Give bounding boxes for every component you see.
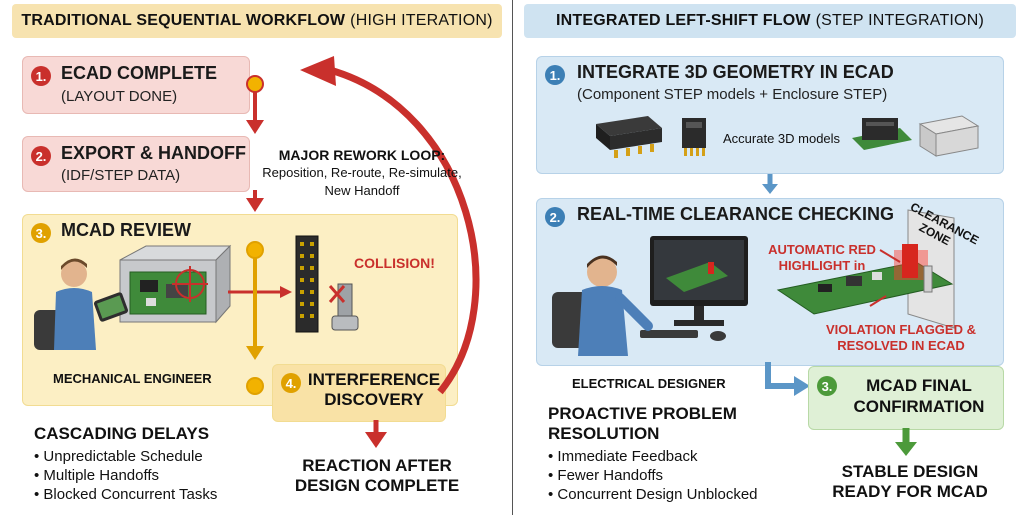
- proactive-title: PROACTIVE PROBLEM RESOLUTION: [548, 404, 737, 444]
- left-step4-title-line1: INTERFERENCE: [307, 370, 441, 389]
- connector-model-1: [596, 116, 662, 158]
- left-step4-title-line2: DISCOVERY: [324, 390, 424, 409]
- proactive-title-line1: PROACTIVE PROBLEM: [548, 404, 737, 423]
- pcb-model: [852, 118, 912, 150]
- mechanical-engineer-illustration: [34, 244, 232, 350]
- list-item: Multiple Handoffs: [34, 466, 217, 485]
- left-step2-box: 2. EXPORT & HANDOFF (IDF/STEP DATA): [22, 136, 250, 192]
- left-step1-subtitle: (LAYOUT DONE): [61, 88, 178, 105]
- right-header-qualifier: (STEP INTEGRATION): [815, 12, 984, 29]
- left-step2-number: 2.: [31, 146, 51, 166]
- list-item: Immediate Feedback: [548, 447, 758, 466]
- right-step3-title-line1: MCAD FINAL: [866, 376, 972, 395]
- step-models-illustration: [596, 115, 980, 158]
- left-step3-title: MCAD REVIEW: [61, 220, 191, 240]
- left-step2-title: EXPORT & HANDOFF: [61, 143, 247, 163]
- cascading-delays-title: CASCADING DELAYS: [34, 424, 210, 443]
- list-item: Unpredictable Schedule: [34, 447, 217, 466]
- panel-divider: [512, 0, 513, 515]
- proactive-title-line2: RESOLUTION: [548, 424, 660, 443]
- right-step3-title: MCAD FINAL CONFIRMATION: [839, 375, 999, 417]
- rework-loop-note: MAJOR REWORK LOOP: Reposition, Re-route,…: [262, 146, 462, 200]
- left-step4-title: INTERFERENCE DISCOVERY: [307, 370, 441, 410]
- clearance-check-illustration: [776, 209, 955, 329]
- left-step1-title: ECAD COMPLETE: [61, 63, 218, 83]
- electrical-designer-label: ELECTRICAL DESIGNER: [572, 376, 726, 391]
- auto-highlight-line1: AUTOMATIC RED: [768, 242, 876, 257]
- right-outcome-line1: STABLE DESIGN: [841, 462, 979, 481]
- left-step2-subtitle: (IDF/STEP DATA): [61, 167, 181, 184]
- proactive-list: Immediate Feedback Fewer Handoffs Concur…: [548, 447, 758, 504]
- right-panel-header: INTEGRATED LEFT-SHIFT FLOW (STEP INTEGRA…: [524, 4, 1016, 38]
- right-step3-box: 3. MCAD FINAL CONFIRMATION: [808, 366, 1004, 430]
- rework-loop-line1: Reposition, Re-route, Re-simulate,: [262, 165, 462, 180]
- right-step3-title-line2: CONFIRMATION: [853, 397, 985, 416]
- auto-highlight-line2: HIGHLIGHT in: [778, 258, 866, 273]
- cascading-delays-list: Unpredictable Schedule Multiple Handoffs…: [34, 447, 217, 504]
- right-arrow-3-outcome: [895, 428, 917, 456]
- right-arrow-2-3: [765, 362, 810, 396]
- right-step1-subtitle: (Component STEP models + Enclosure STEP): [577, 86, 888, 103]
- right-outcome: STABLE DESIGN READY FOR MCAD: [820, 462, 1000, 502]
- right-step3-number: 3.: [817, 376, 837, 396]
- collision-label: COLLISION!: [354, 255, 435, 271]
- violation-line2: RESOLVED IN ECAD: [837, 338, 965, 353]
- list-item: Concurrent Design Unblocked: [548, 485, 757, 504]
- left-outcome-line2: DESIGN COMPLETE: [294, 476, 460, 495]
- list-item: Blocked Concurrent Tasks: [34, 485, 217, 504]
- list-item: Fewer Handoffs: [548, 466, 758, 485]
- left-step1-number: 1.: [31, 66, 51, 86]
- violation-line1: VIOLATION FLAGGED &: [826, 322, 976, 337]
- mechanical-engineer-label: MECHANICAL ENGINEER: [53, 371, 212, 386]
- right-step1-title: INTEGRATE 3D GEOMETRY IN ECAD: [577, 62, 894, 82]
- left-header-qualifier: (HIGH ITERATION): [350, 12, 493, 29]
- connector-model-2: [682, 118, 706, 156]
- left-step4-number: 4.: [281, 373, 301, 393]
- auto-highlight-note: AUTOMATIC RED HIGHLIGHT in: [752, 242, 892, 274]
- left-step4-box: 4. INTERFERENCE DISCOVERY: [272, 364, 446, 422]
- left-outcome: REACTION AFTER DESIGN COMPLETE: [292, 456, 462, 496]
- rework-loop-title: MAJOR REWORK LOOP:: [278, 147, 446, 163]
- right-step2-title: REAL-TIME CLEARANCE CHECKING: [577, 204, 894, 224]
- right-step2-number: 2.: [545, 207, 565, 227]
- rework-loop-line2: New Handoff: [324, 183, 400, 198]
- connector-collision-illustration: [295, 235, 359, 333]
- right-step1-number: 1.: [545, 65, 565, 85]
- right-arrow-1-2: [762, 174, 778, 194]
- electrical-designer-illustration: [552, 236, 748, 356]
- left-flow-arrows: [246, 56, 480, 448]
- right-step1-box: 1. INTEGRATE 3D GEOMETRY IN ECAD (Compon…: [536, 56, 1004, 174]
- right-outcome-line2: READY FOR MCAD: [832, 482, 988, 501]
- enclosure-model: [918, 115, 980, 157]
- left-outcome-line1: REACTION AFTER: [302, 456, 452, 475]
- violation-note: VIOLATION FLAGGED & RESOLVED IN ECAD: [816, 322, 986, 354]
- left-step1-box: 1. ECAD COMPLETE (LAYOUT DONE): [22, 56, 250, 114]
- accurate-models-label: Accurate 3D models: [723, 131, 841, 146]
- left-step3-number: 3.: [31, 223, 51, 243]
- left-panel-header: TRADITIONAL SEQUENTIAL WORKFLOW (HIGH IT…: [12, 4, 502, 38]
- right-header-title: INTEGRATED LEFT-SHIFT FLOW: [555, 12, 811, 29]
- left-header-title: TRADITIONAL SEQUENTIAL WORKFLOW: [21, 12, 346, 29]
